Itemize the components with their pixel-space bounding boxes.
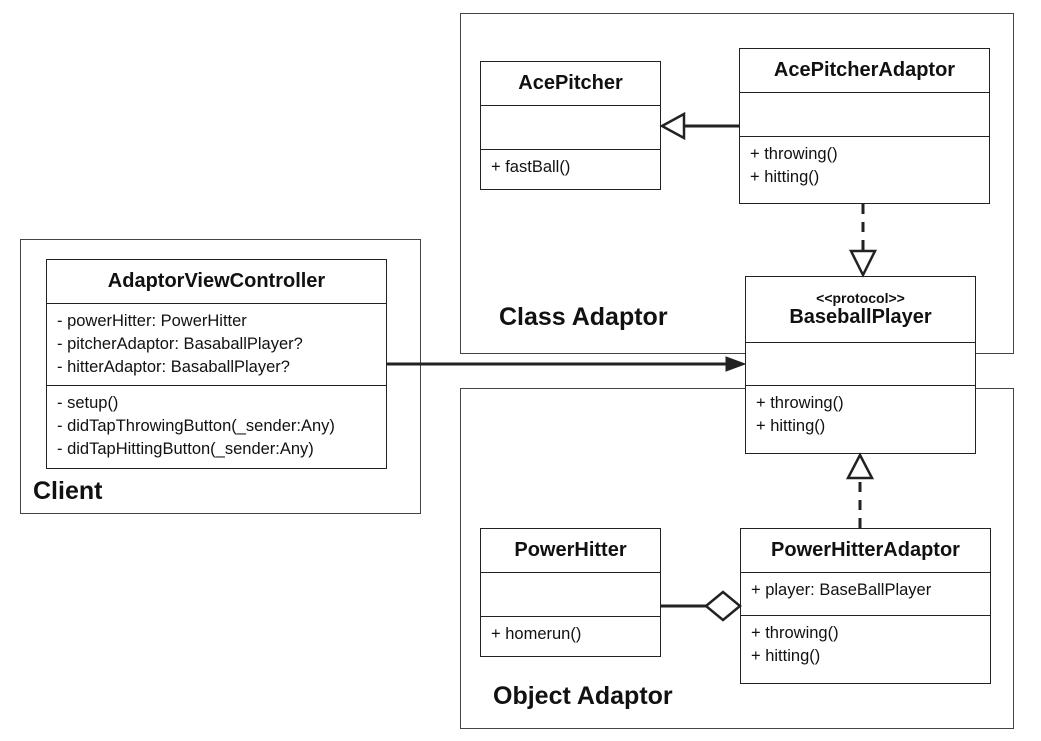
class-name: BaseballPlayer [789, 306, 932, 328]
method: + fastBall() [491, 158, 571, 176]
methods-section: + homerun() [481, 617, 660, 652]
power-hitter-class: PowerHitter + homerun() [480, 528, 661, 657]
method: + throwing() [750, 145, 838, 163]
hollow-triangle-arrowhead [848, 249, 878, 278]
method: + hitting() [750, 168, 820, 186]
class-name: AcePitcher [518, 72, 623, 94]
filled-arrowhead [725, 356, 747, 372]
method: + throwing() [756, 394, 844, 412]
attribute: - pitcherAdaptor: BasaballPlayer? [57, 335, 303, 353]
attributes-section [481, 106, 660, 150]
client-group-label: Client [33, 477, 103, 505]
attributes-section [740, 93, 989, 137]
class-name: AcePitcherAdaptor [773, 59, 956, 81]
stereotype-label: <<protocol>> [816, 290, 905, 306]
methods-section: + fastBall() [481, 150, 660, 185]
object-adaptor-group-label: Object Adaptor [493, 682, 673, 710]
attributes-section: + player: BaseBallPlayer [741, 573, 990, 616]
attribute: - powerHitter: PowerHitter [57, 312, 247, 330]
method: + hitting() [756, 417, 826, 435]
method: - didTapHittingButton(_sender:Any) [57, 440, 314, 458]
attribute: - hitterAdaptor: BasaballPlayer? [57, 358, 290, 376]
class-name: PowerHitterAdaptor [771, 539, 960, 561]
methods-section: - setup() - didTapThrowingButton(_sender… [47, 386, 386, 467]
baseball-player-protocol: <<protocol>> BaseballPlayer + throwing()… [745, 276, 976, 454]
attributes-section [481, 573, 660, 617]
method: + throwing() [751, 624, 839, 642]
class-name: PowerHitter [514, 539, 627, 561]
method: - didTapThrowingButton(_sender:Any) [57, 417, 335, 435]
methods-section: + throwing() + hitting() [740, 137, 989, 195]
adaptor-view-controller-class: AdaptorViewController - powerHitter: Pow… [46, 259, 387, 469]
method: + homerun() [491, 625, 582, 643]
ace-pitcher-class: AcePitcher + fastBall() [480, 61, 661, 190]
ace-pitcher-adaptor-class: AcePitcherAdaptor + throwing() + hitting… [739, 48, 990, 204]
methods-section: + throwing() + hitting() [746, 386, 975, 444]
hollow-diamond [704, 590, 742, 622]
hollow-triangle-arrowhead [659, 111, 686, 141]
class-adaptor-group-label: Class Adaptor [499, 303, 668, 331]
methods-section: + throwing() + hitting() [741, 616, 990, 674]
attributes-section [746, 343, 975, 386]
power-hitter-adaptor-class: PowerHitterAdaptor + player: BaseBallPla… [740, 528, 991, 684]
method: + hitting() [751, 647, 821, 665]
attribute: + player: BaseBallPlayer [751, 581, 932, 599]
class-name: AdaptorViewController [107, 270, 326, 292]
attributes-section: - powerHitter: PowerHitter - pitcherAdap… [47, 304, 386, 386]
method: - setup() [57, 394, 119, 412]
hollow-triangle-arrowhead [845, 452, 875, 480]
